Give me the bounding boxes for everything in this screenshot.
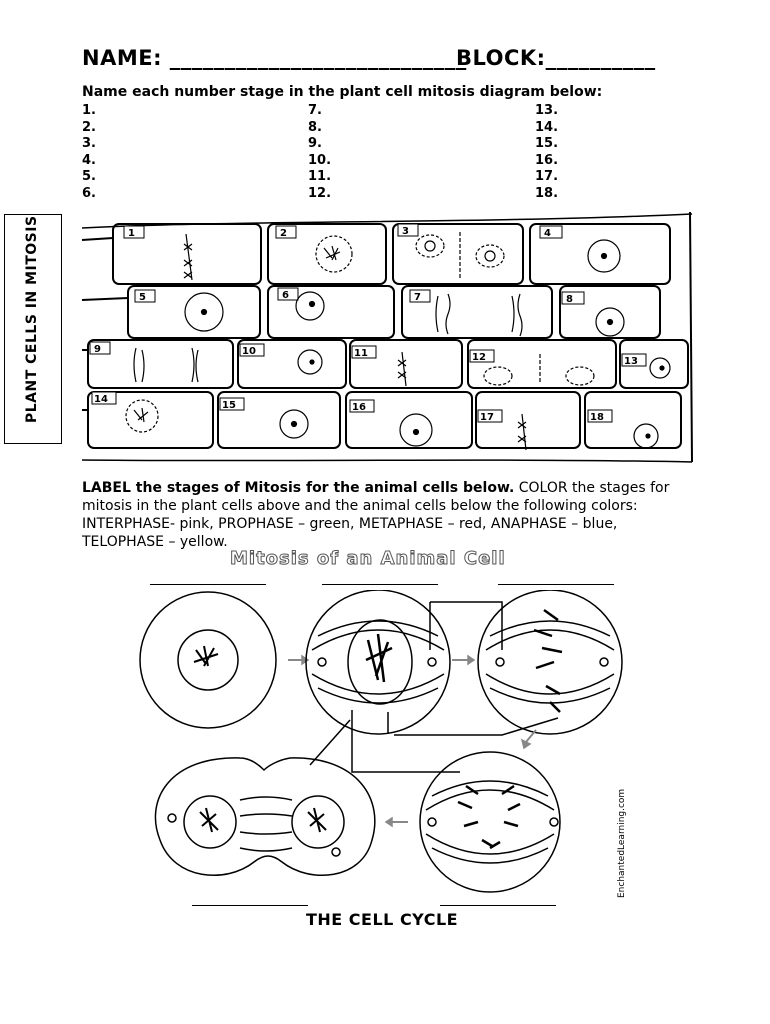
side-label: PLANT CELLS IN MITOSIS bbox=[24, 215, 40, 423]
plant-cell-diagram: 1 2 3 4 5 6 7 8 9 10 11 12 13 14 15 16 1… bbox=[81, 211, 693, 463]
block-field-label[interactable]: BLOCK:__________ bbox=[456, 46, 656, 70]
number-label: 18. bbox=[535, 185, 559, 201]
label-instructions-text: COLOR the stages for mitosis in the plan… bbox=[82, 480, 670, 550]
number-label: 8. bbox=[308, 119, 322, 135]
label-instructions: LABEL the stages of Mitosis for the anim… bbox=[82, 479, 682, 551]
number-label: 12. bbox=[308, 185, 332, 201]
answer-blank-1[interactable] bbox=[150, 584, 266, 585]
number-label: 10. bbox=[308, 152, 332, 168]
number-label: 16. bbox=[535, 152, 559, 168]
number-label: 6. bbox=[82, 185, 96, 201]
number-column-2: 7. 8. 9. 10. 11. 12. bbox=[308, 103, 331, 202]
number-label: 2. bbox=[82, 119, 96, 135]
number-label: 17. bbox=[535, 169, 559, 184]
svg-text:17: 17 bbox=[480, 412, 494, 423]
svg-text:4: 4 bbox=[544, 228, 551, 239]
svg-text:11: 11 bbox=[354, 348, 368, 359]
number-column-3: 13. 14. 15. 16. 17. 18. bbox=[535, 103, 558, 202]
number-label: 11. bbox=[308, 169, 332, 184]
credit-text: EnchantedLearning.com bbox=[617, 788, 627, 898]
number-label: 5. bbox=[82, 169, 96, 184]
answer-blank-2[interactable] bbox=[322, 584, 438, 585]
svg-text:5: 5 bbox=[139, 292, 146, 303]
number-label: 1. bbox=[82, 103, 96, 118]
name-field-label[interactable]: NAME: ___________________________ bbox=[82, 46, 467, 70]
number-label: 9. bbox=[308, 136, 322, 151]
svg-text:8: 8 bbox=[566, 294, 573, 305]
answer-blank-3[interactable] bbox=[498, 584, 614, 585]
svg-text:10: 10 bbox=[242, 346, 256, 357]
number-label: 13. bbox=[535, 103, 559, 118]
animal-mitosis-title: Mitosis of an Animal Cell bbox=[230, 548, 506, 570]
svg-text:2: 2 bbox=[280, 228, 287, 239]
svg-text:12: 12 bbox=[472, 352, 486, 363]
svg-text:13: 13 bbox=[624, 356, 638, 367]
cell-cycle-label: THE CELL CYCLE bbox=[306, 910, 459, 929]
plant-instruction: Name each number stage in the plant cell… bbox=[82, 84, 603, 100]
answer-blank-4[interactable] bbox=[192, 905, 308, 906]
svg-text:14: 14 bbox=[94, 394, 108, 405]
svg-text:9: 9 bbox=[94, 344, 101, 355]
svg-text:16: 16 bbox=[352, 402, 366, 413]
number-label: 3. bbox=[82, 136, 96, 151]
number-label: 15. bbox=[535, 136, 559, 151]
number-label: 14. bbox=[535, 119, 559, 135]
svg-text:7: 7 bbox=[414, 292, 421, 303]
number-label: 4. bbox=[82, 152, 96, 168]
side-label-box bbox=[4, 214, 62, 444]
number-column-1: 1. 2. 3. 4. 5. 6. bbox=[82, 103, 96, 202]
cell-tag: 1 bbox=[128, 228, 135, 239]
animal-cell-diagram bbox=[139, 590, 623, 893]
label-instructions-bold: LABEL the stages of Mitosis for the anim… bbox=[82, 480, 515, 496]
svg-text:6: 6 bbox=[282, 290, 289, 301]
svg-text:15: 15 bbox=[222, 400, 236, 411]
number-label: 7. bbox=[308, 103, 322, 118]
svg-text:18: 18 bbox=[590, 412, 604, 423]
svg-text:3: 3 bbox=[402, 226, 409, 237]
answer-blank-5[interactable] bbox=[440, 905, 556, 906]
